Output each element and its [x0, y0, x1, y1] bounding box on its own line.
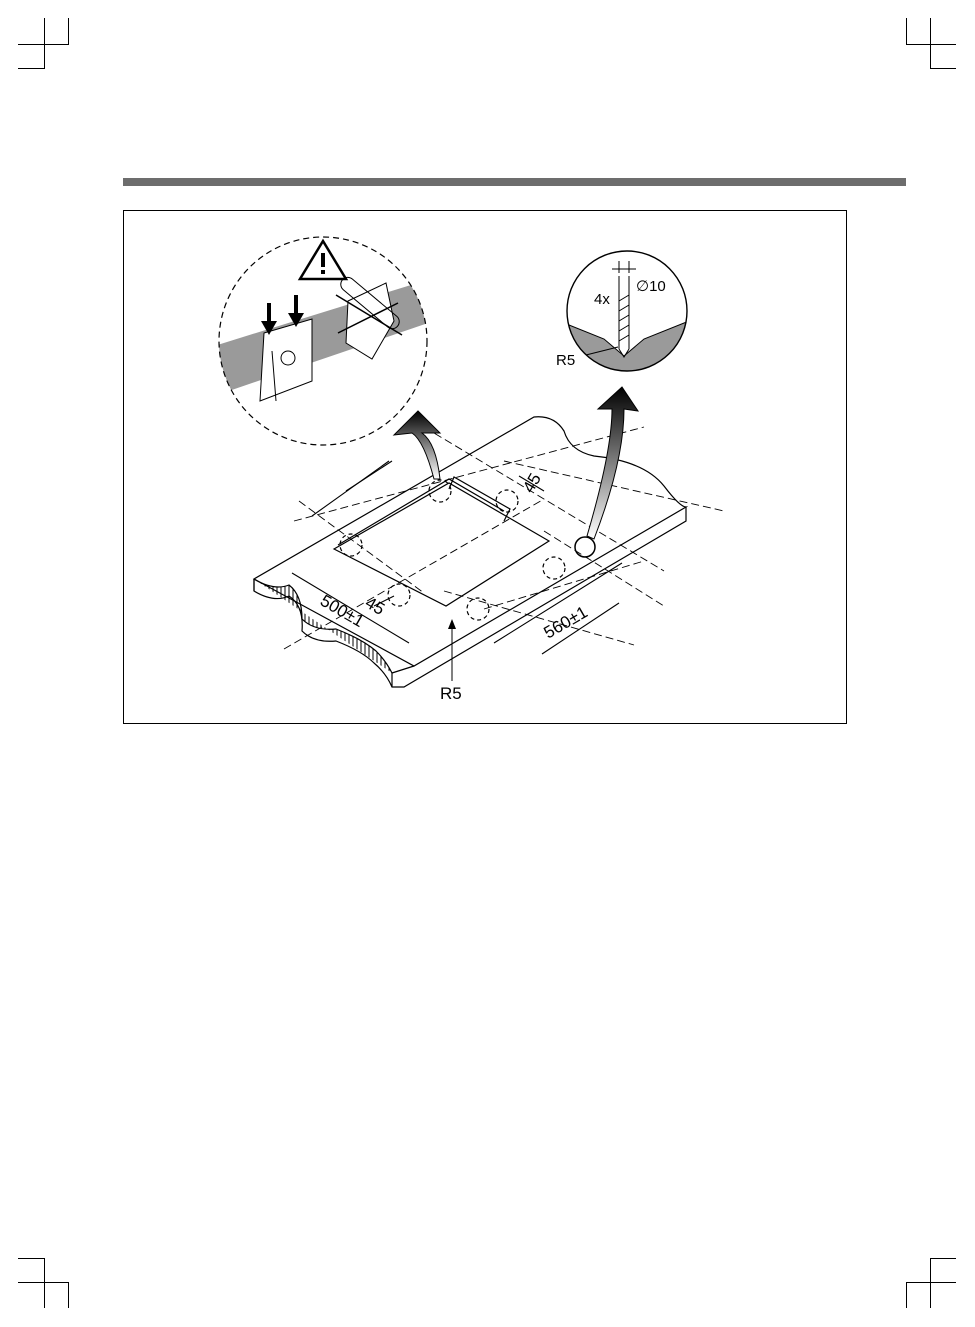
installation-figure: 500±1 45 45 560±1 R5 R5 4x ∅10	[123, 210, 847, 724]
label-560: 560±1	[541, 602, 591, 642]
crop-mark-bl-v	[44, 1258, 45, 1308]
crop-mark-tl-v2	[68, 18, 69, 45]
crop-mark-tr-v2	[906, 18, 907, 45]
crop-mark-br-h2	[930, 1258, 956, 1259]
label-r5-bottom: R5	[440, 684, 462, 703]
label-r5-drill: R5	[556, 352, 575, 369]
crop-mark-tl-h2	[18, 68, 45, 69]
curved-arrow-left	[394, 411, 440, 479]
crop-mark-bl-h	[18, 1282, 68, 1283]
worktop	[254, 417, 686, 687]
crop-mark-tl-v	[44, 18, 45, 68]
label-4x: 4x	[594, 291, 610, 308]
crop-mark-bl-h2	[18, 1258, 45, 1259]
crop-mark-br-h	[906, 1282, 956, 1283]
crop-mark-tr-v	[930, 18, 931, 68]
drill-detail	[564, 251, 694, 381]
crop-mark-tr-h	[906, 44, 956, 45]
crop-mark-tr-h2	[930, 68, 956, 69]
header-rule	[123, 178, 906, 186]
crop-mark-tl-h	[18, 44, 68, 45]
warning-triangle-icon	[300, 241, 346, 279]
clamp-detail	[214, 237, 434, 445]
installation-diagram: 500±1 45 45 560±1 R5 R5 4x ∅10	[124, 211, 847, 724]
crop-mark-br-v2	[906, 1282, 907, 1308]
crop-mark-bl-v2	[68, 1282, 69, 1308]
label-diameter: ∅10	[636, 278, 666, 295]
crop-mark-br-v	[930, 1258, 931, 1308]
